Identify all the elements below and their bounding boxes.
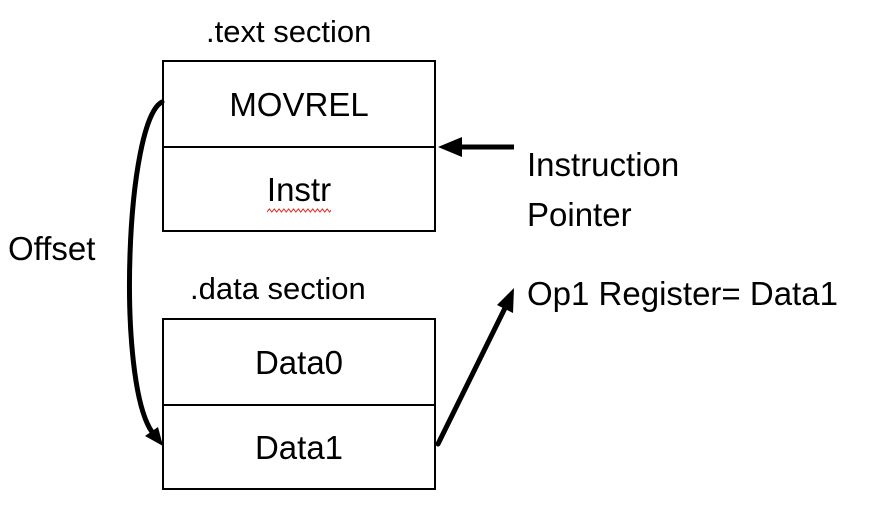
op1-register-arrow — [435, 303, 509, 447]
text-cell-instr: Instr — [164, 146, 434, 230]
data-cell-label: Data1 — [254, 428, 344, 466]
data-section-block: Data0 Data1 — [162, 318, 436, 490]
offset-arrowhead — [145, 427, 163, 446]
text-cell-label: Instr — [266, 170, 332, 208]
instruction-pointer-label-line1: Instruction — [527, 146, 680, 183]
data-section-title: .data section — [190, 271, 366, 306]
text-section-block: MOVREL Instr — [162, 60, 436, 232]
text-section-title: .text section — [206, 14, 372, 49]
data-cell-label: Data0 — [254, 343, 344, 381]
text-cell-label: MOVREL — [229, 85, 369, 123]
data-cell-data0: Data0 — [164, 320, 434, 404]
spellcheck-underline — [266, 207, 332, 213]
data-cell-data1: Data1 — [164, 404, 434, 488]
op1-register-arrowhead — [497, 288, 514, 313]
offset-label: Offset — [8, 230, 96, 267]
op1-register-label: Op1 Register= Data1 — [527, 275, 838, 312]
instruction-pointer-label-line2: Pointer — [527, 196, 632, 233]
offset-arrow — [127, 99, 165, 435]
instruction-pointer-arrowhead — [438, 137, 462, 157]
text-cell-movrel: MOVREL — [164, 62, 434, 146]
